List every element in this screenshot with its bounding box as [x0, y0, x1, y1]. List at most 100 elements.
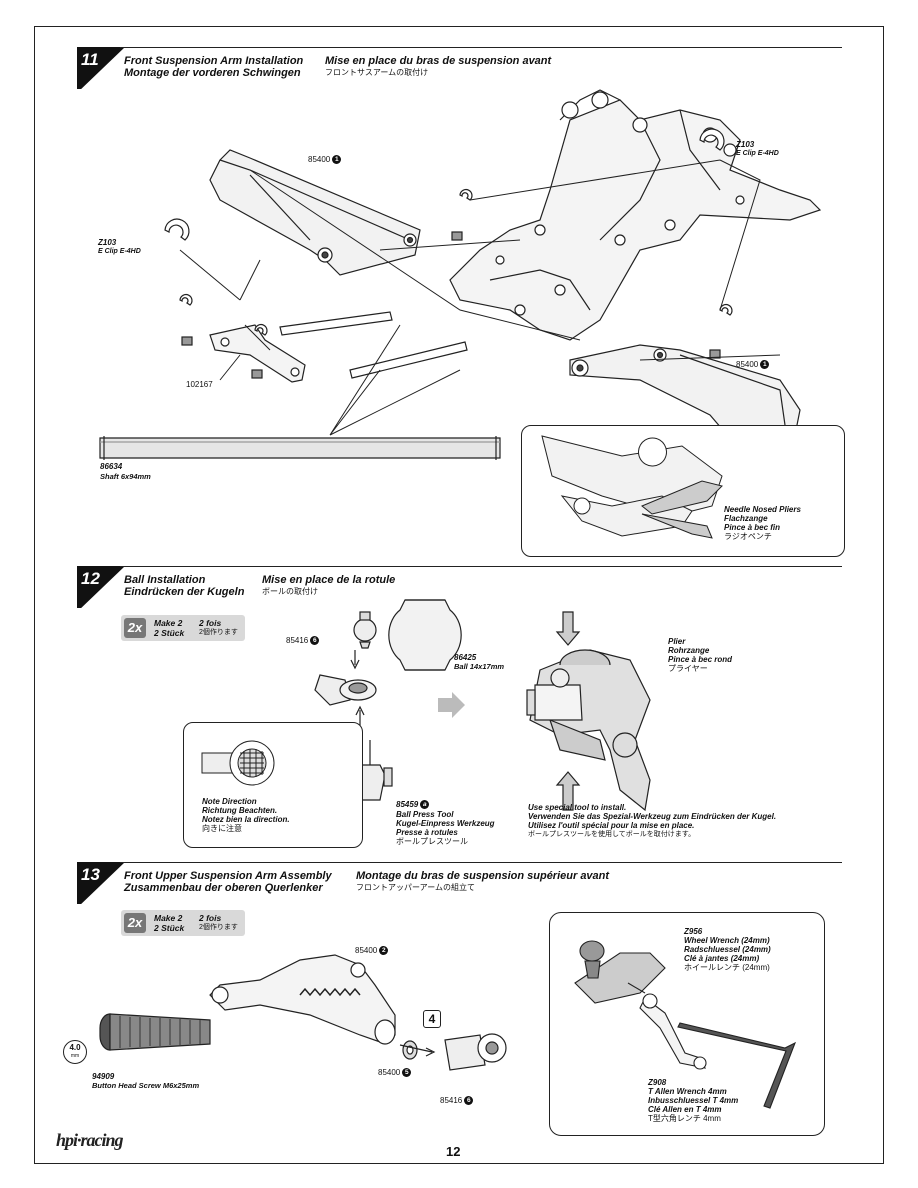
clip-left-name: E Clip E-4HD: [98, 248, 141, 255]
step-13-title-fr: Montage du bras de suspension supérieur …: [356, 870, 610, 882]
allen-jp: T型六角レンチ 4mm: [648, 1114, 721, 1123]
clip-left-number: Z103: [98, 238, 117, 247]
make-de: 2 Stück: [154, 628, 185, 638]
plier-jp: プライヤー: [668, 664, 708, 673]
shaft-name: Shaft 6x94mm: [100, 472, 151, 481]
step-13-tools-inset: [549, 912, 825, 1136]
allen-fr: Clé Allen en T 4mm: [648, 1105, 722, 1114]
allen-en: T Allen Wrench 4mm: [648, 1087, 727, 1096]
part-number: 85400: [308, 155, 331, 164]
press-tool-fr: Presse à rotules: [396, 828, 458, 837]
wrench-jp: ホイールレンチ (24mm): [684, 963, 770, 972]
step-12-title-jp: ボールの取付け: [262, 587, 318, 596]
step-12-number: 12: [81, 569, 100, 588]
plier-fr: Pince à bec rond: [668, 655, 733, 664]
note-en: Note Direction: [202, 797, 257, 806]
part-badge: 1: [332, 155, 342, 165]
callout-box: 4: [423, 1010, 441, 1028]
note-jp: 向きに注意: [202, 824, 242, 833]
step-13-number: 13: [81, 865, 100, 884]
plier-en: Plier: [668, 637, 686, 646]
allen-de: Inbusschluessel T 4mm: [648, 1096, 739, 1105]
step-13-badge: [77, 862, 125, 904]
step-12-illustration: [314, 599, 651, 812]
part-number: 85416: [286, 636, 309, 645]
instruction-en: Use special tool to install.: [528, 803, 627, 812]
instruction-fr: Utilisez l'outil spécial pour la mise en…: [528, 821, 695, 830]
step-11-rule: [120, 47, 842, 48]
part-badge: 5: [402, 1068, 412, 1078]
plier-de: Rohrzange: [668, 646, 710, 655]
wrench-fr: Clé à jantes (24mm): [684, 954, 760, 963]
note-fr: Notez bien la direction.: [202, 815, 290, 824]
make-en: Make 2: [154, 913, 183, 923]
make-jp: 2個作ります: [199, 924, 238, 931]
wrench-number: Z956: [684, 927, 703, 936]
step-11-inset: [521, 425, 845, 557]
make-fr: 2 fois: [199, 913, 222, 923]
hex-size-value: 4.0: [69, 1043, 81, 1052]
step-13-illustration: [99, 954, 507, 1071]
step-13-title-de: Zusammenbau der oberen Querlenker: [124, 882, 323, 894]
step-11-title-jp: フロントサスアームの取付け: [325, 68, 429, 77]
make-count: 2x: [124, 913, 146, 933]
wrench-de: Radschluessel (24mm): [684, 945, 771, 954]
pliers-label-de: Flachzange: [724, 514, 768, 523]
part-102167: 102167: [186, 380, 213, 389]
hex-size-unit: mm: [70, 1053, 80, 1059]
step-13-rule: [120, 862, 842, 863]
part-badge: 2: [379, 946, 389, 956]
note-de: Richtung Beachten.: [202, 806, 278, 815]
step-12-rule: [120, 566, 842, 567]
page-number: 12: [446, 1144, 461, 1159]
instruction-de: Verwenden Sie das Spezial-Werkzeug zum E…: [528, 812, 777, 821]
step-12-title-en: Ball Installation: [124, 574, 206, 586]
page-frame: [34, 26, 884, 1164]
part-badge: 6: [464, 1096, 474, 1106]
ball-number: 86425: [454, 653, 477, 662]
step-13-title-en: Front Upper Suspension Arm Assembly: [124, 870, 332, 882]
step-13-title-jp: フロントアッパーアームの組立て: [356, 883, 475, 892]
screw-number: 94909: [92, 1072, 115, 1081]
clip-right-number: Z103: [736, 140, 755, 149]
pliers-label-jp: ラジオペンチ: [724, 532, 772, 541]
pliers-label-fr: Pince à bec fin: [724, 523, 781, 532]
make-de: 2 Stück: [154, 923, 185, 933]
step-11-title-de: Montage der vorderen Schwingen: [124, 67, 301, 79]
step-12-title-de: Eindrücken der Kugeln: [124, 586, 245, 598]
hex-size-badge: 4.0 mm: [63, 1040, 87, 1064]
press-tool-de: Kugel-Einpress Werkzeug: [396, 819, 495, 828]
allen-number: Z908: [648, 1078, 667, 1087]
note-direction-box: [183, 722, 363, 848]
step-11-badge: [77, 47, 125, 89]
step-11-number: 11: [81, 50, 99, 69]
screw-name: Button Head Screw M6x25mm: [92, 1081, 200, 1090]
wrench-en: Wheel Wrench (24mm): [684, 936, 770, 945]
part-badge: 1: [760, 360, 770, 370]
make-en: Make 2: [154, 618, 183, 628]
part-number: 85400: [736, 360, 759, 369]
plier-illustration: [541, 435, 723, 539]
ball-name: Ball 14x17mm: [454, 662, 505, 671]
instruction-jp: ボールプレスツールを使用してボールを取付けます。: [528, 831, 696, 838]
press-tool-en: Ball Press Tool: [396, 810, 454, 819]
step-13-make-badge: 2x Make 2 2 fois 2 Stück 2個作ります: [121, 910, 245, 936]
part-badge: 6: [310, 636, 320, 646]
step-11-title-fr: Mise en place du bras de suspension avan…: [325, 55, 552, 67]
step-12-badge: [77, 566, 125, 608]
part-number: 85400: [378, 1068, 401, 1077]
pliers-label-en: Needle Nosed Pliers: [724, 505, 801, 514]
make-count: 2x: [124, 618, 146, 638]
tools-illustration: [574, 940, 797, 1109]
part-number: 85400: [355, 946, 378, 955]
part-number: 85416: [440, 1096, 463, 1105]
step-12-make-badge: 2x Make 2 2 fois 2 Stück 2個作ります: [121, 615, 245, 641]
shaft-number: 86634: [100, 462, 123, 471]
